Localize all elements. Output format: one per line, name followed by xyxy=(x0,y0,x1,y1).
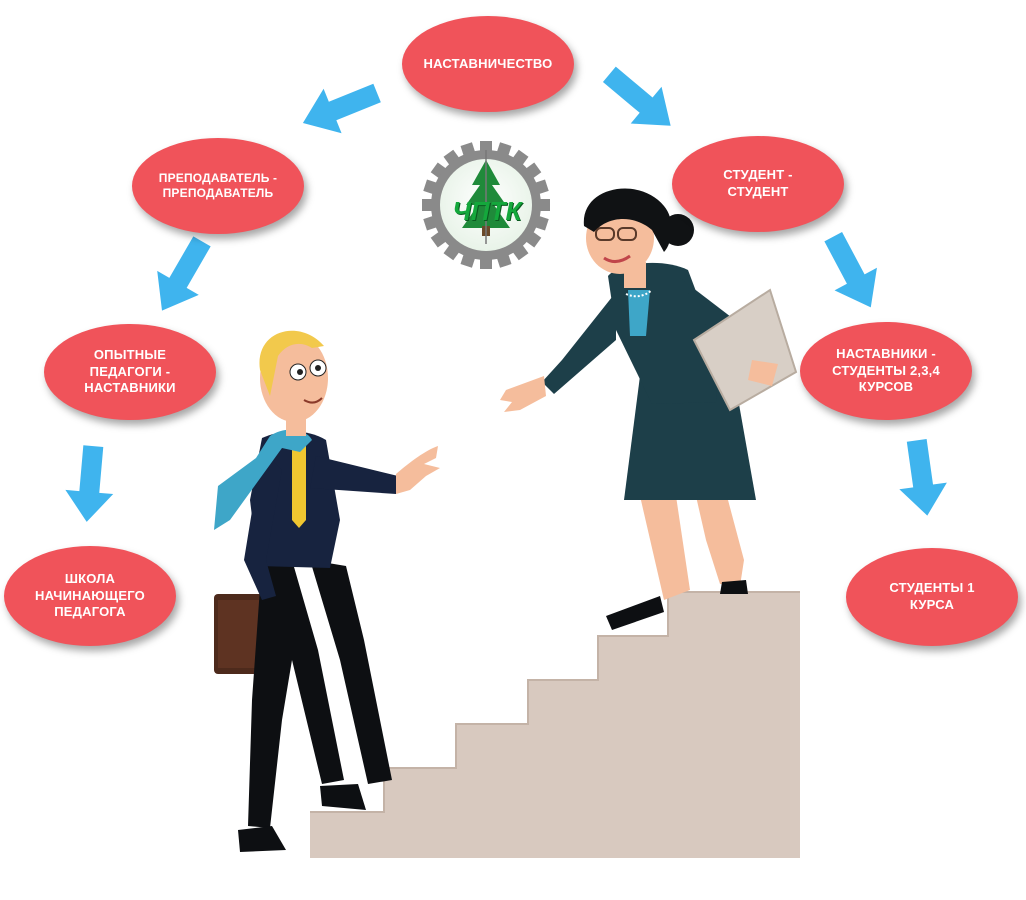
arrow-student-to-nastavniki xyxy=(824,231,877,308)
arrow-root-to-prepodavatel xyxy=(302,83,381,134)
node-opytnye: ОПЫТНЫЕ ПЕДАГОГИ - НАСТАВНИКИ xyxy=(44,324,216,420)
arrow-root-to-student xyxy=(602,66,671,126)
node-student: СТУДЕНТ - СТУДЕНТ xyxy=(672,136,844,232)
arrow-nastavniki-to-studenty1 xyxy=(899,438,947,516)
node-nastavnichestvo: НАСТАВНИЧЕСТВО xyxy=(402,16,574,112)
node-studenty1: СТУДЕНТЫ 1 КУРСА xyxy=(846,548,1018,646)
node-nastavniki: НАСТАВНИКИ - СТУДЕНТЫ 2,3,4 КУРСОВ xyxy=(800,322,972,420)
arrow-prepodavatel-to-opytnye xyxy=(157,236,211,311)
woman-figure xyxy=(500,188,798,630)
node-prepodavatel: ПРЕПОДАВАТЕЛЬ - ПРЕПОДАВАТЕЛЬ xyxy=(132,138,304,234)
college-logo xyxy=(422,141,550,269)
arrow-opytnye-to-shkola xyxy=(65,445,114,522)
gear-icon xyxy=(422,141,550,269)
man-figure xyxy=(214,330,440,852)
logo-text: ЧПТК xyxy=(452,196,522,226)
staircase xyxy=(310,591,800,858)
node-shkola: ШКОЛА НАЧИНАЮЩЕГО ПЕДАГОГА xyxy=(4,546,176,646)
fir-tree-icon xyxy=(462,150,510,244)
